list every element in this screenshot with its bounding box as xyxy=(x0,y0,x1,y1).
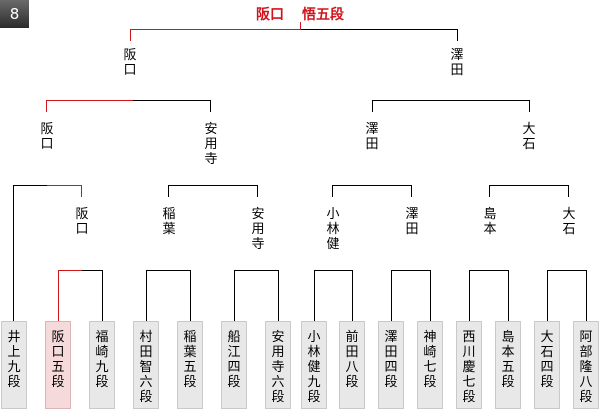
player-box[interactable]: 阿部隆八段 xyxy=(573,321,599,409)
bracket-line xyxy=(102,270,103,321)
bracket-line xyxy=(489,185,490,197)
bracket-line xyxy=(46,100,47,112)
quarterfinal-label: 大石 xyxy=(562,207,576,237)
quarterfinal-label: 島本 xyxy=(483,207,497,237)
quarterfinal-label: 小林健 xyxy=(326,207,340,252)
bracket-line xyxy=(430,270,431,321)
player-name: 船江四段 xyxy=(227,330,241,390)
player-name: 阪口五段 xyxy=(51,330,65,390)
player-name: 大石四段 xyxy=(540,330,554,390)
player-box[interactable]: 神崎七段 xyxy=(417,321,443,409)
player-box[interactable]: 西川慶七段 xyxy=(456,321,482,409)
player-name: 阿部隆八段 xyxy=(579,330,593,405)
bracket-line xyxy=(568,185,569,197)
bracket-line xyxy=(234,270,235,321)
player-box[interactable]: 稲葉五段 xyxy=(177,321,203,409)
bracket-line xyxy=(547,270,548,321)
quarterfinal-label: 阪口 xyxy=(75,207,89,237)
bracket-line xyxy=(457,29,458,41)
bracket-line xyxy=(508,270,509,321)
bracket-line xyxy=(300,22,301,30)
player-name: 福崎九段 xyxy=(95,330,109,390)
bracket-line xyxy=(314,270,353,271)
player-box[interactable]: 前田八段 xyxy=(339,321,365,409)
player-box[interactable]: 小林健九段 xyxy=(301,321,327,409)
player-name: 西川慶七段 xyxy=(462,330,476,405)
bracket-line xyxy=(411,185,412,197)
semifinal-label: 安用寺 xyxy=(204,122,218,167)
bracket-line xyxy=(301,29,458,30)
bracket-line xyxy=(46,100,134,101)
bracket-line xyxy=(529,100,530,112)
bracket-line xyxy=(469,270,470,321)
bracket-line xyxy=(81,185,82,197)
bracket-line xyxy=(278,270,279,321)
player-name: 稲葉五段 xyxy=(183,330,197,390)
player-name: 井上九段 xyxy=(7,330,21,390)
bracket-line xyxy=(13,185,48,186)
bracket-line xyxy=(58,270,82,271)
bracket-line xyxy=(586,270,587,321)
player-box[interactable]: 福崎九段 xyxy=(89,321,115,409)
bracket-line xyxy=(372,100,373,112)
semifinal-label: 大石 xyxy=(522,122,536,152)
bracket-line xyxy=(146,270,147,321)
quarterfinal-label: 澤田 xyxy=(405,207,419,237)
bracket-line xyxy=(146,270,191,271)
player-box[interactable]: 井上九段 xyxy=(1,321,27,409)
player-box-winner[interactable]: 阪口五段 xyxy=(45,321,71,409)
player-name: 前田八段 xyxy=(345,330,359,390)
player-box[interactable]: 村田智六段 xyxy=(133,321,159,409)
bracket-line xyxy=(332,185,412,186)
bracket-line xyxy=(391,270,392,321)
bracket-line xyxy=(489,185,569,186)
player-box[interactable]: 船江四段 xyxy=(221,321,247,409)
player-name: 小林健九段 xyxy=(307,330,321,405)
bracket-line xyxy=(133,100,211,101)
player-name: 安用寺六段 xyxy=(271,330,285,405)
player-name: 澤田四段 xyxy=(384,330,398,390)
bracket-line xyxy=(332,185,333,197)
semifinal-label: 澤田 xyxy=(365,122,379,152)
bracket-line xyxy=(257,185,258,197)
bracket-line xyxy=(210,100,211,112)
bracket-line xyxy=(13,185,14,321)
bracket-line xyxy=(130,29,131,41)
quarterfinal-label: 安用寺 xyxy=(251,207,265,252)
bracket-line xyxy=(58,270,59,321)
final-right-label: 澤田 xyxy=(450,48,464,78)
bracket-line xyxy=(469,270,509,271)
bracket-line xyxy=(168,185,258,186)
player-box[interactable]: 澤田四段 xyxy=(378,321,404,409)
bracket-line xyxy=(234,270,279,271)
quarterfinal-label: 稲葉 xyxy=(162,207,176,237)
bracket-line xyxy=(372,100,530,101)
bracket-line xyxy=(47,185,82,186)
player-box[interactable]: 大石四段 xyxy=(534,321,560,409)
bracket-line xyxy=(352,270,353,321)
player-name: 島本五段 xyxy=(501,330,515,390)
semifinal-label: 阪口 xyxy=(40,122,54,152)
champion-name: 阪口 xyxy=(256,7,284,23)
player-name: 神崎七段 xyxy=(423,330,437,390)
round-badge: 8 xyxy=(0,0,29,28)
bracket-line xyxy=(314,270,315,321)
bracket-line xyxy=(190,270,191,321)
final-left-label: 阪口 xyxy=(123,48,137,78)
player-box[interactable]: 島本五段 xyxy=(495,321,521,409)
champion-label: 阪口 悟五段 xyxy=(0,4,600,24)
player-name: 村田智六段 xyxy=(139,330,153,405)
bracket-line xyxy=(547,270,587,271)
champion-rank: 悟五段 xyxy=(302,7,344,23)
bracket-line xyxy=(130,29,301,30)
bracket-line xyxy=(82,270,103,271)
bracket-line xyxy=(168,185,169,197)
bracket-line xyxy=(391,270,431,271)
player-box[interactable]: 安用寺六段 xyxy=(265,321,291,409)
